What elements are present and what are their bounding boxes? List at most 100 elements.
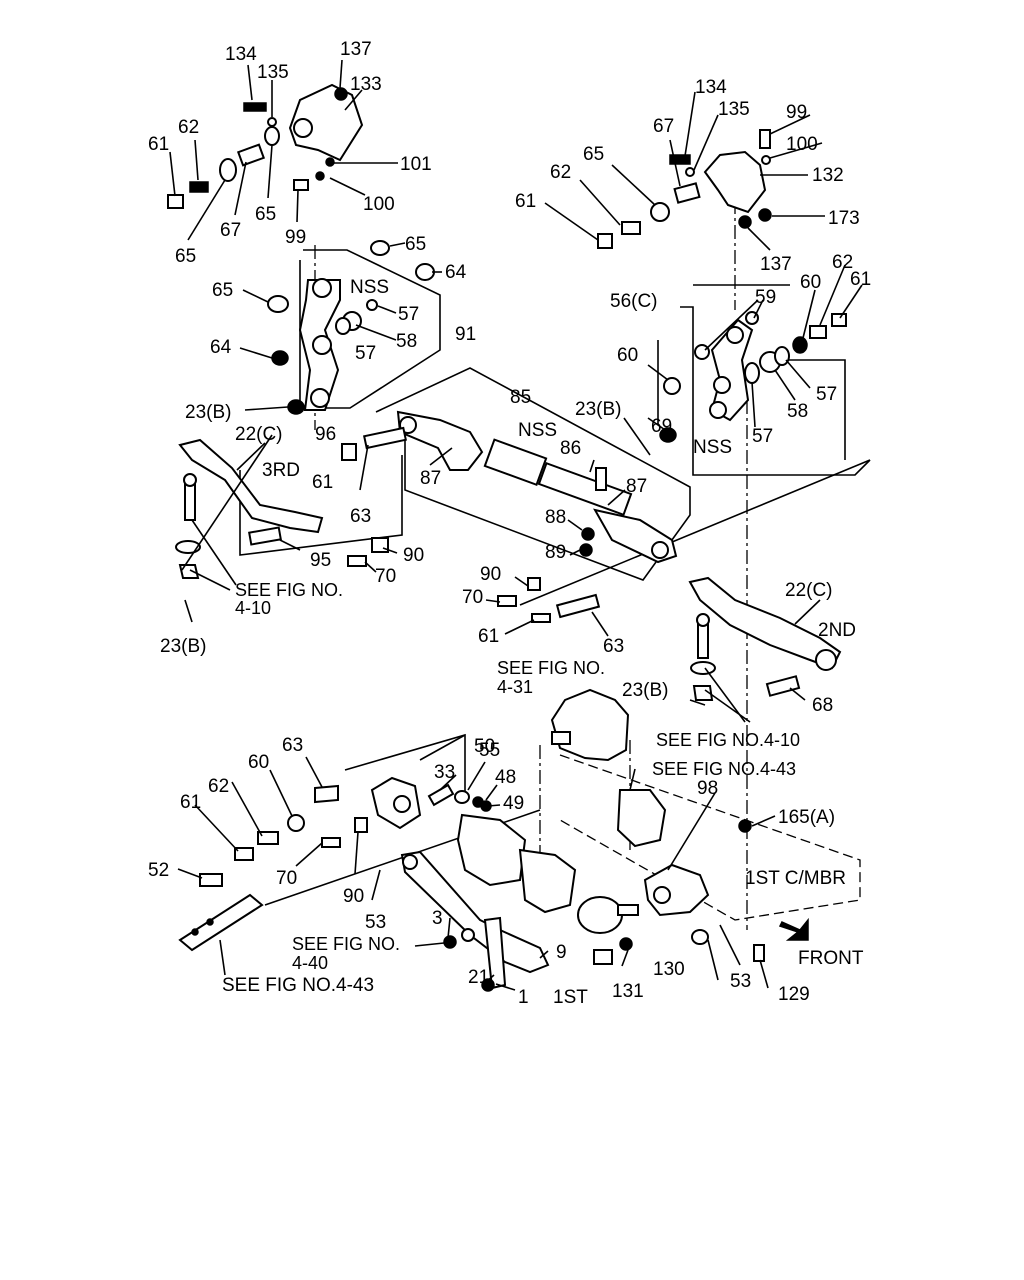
callout: 65	[255, 204, 276, 225]
lever-9	[400, 850, 765, 992]
shift-lever-left	[267, 240, 435, 415]
callout: 90	[343, 886, 364, 907]
callout: 70	[276, 868, 297, 889]
shift-lever-right	[659, 311, 847, 443]
callout: 23(B)	[575, 399, 621, 420]
callout: 49	[503, 793, 524, 814]
callout: 57	[816, 384, 837, 405]
callout: 129	[778, 984, 810, 1005]
callout: FRONT	[798, 948, 864, 969]
callout: 56(C)	[610, 291, 658, 312]
callout: 61	[478, 626, 499, 647]
callout: 57	[752, 426, 773, 447]
callout: 61	[312, 472, 333, 493]
callout: 99	[285, 227, 306, 248]
callout: 132	[812, 165, 844, 186]
see-fig-note: SEE FIG NO.4-43	[652, 759, 796, 779]
callout: 61	[148, 134, 169, 155]
callout: 55	[479, 740, 500, 761]
callout: 60	[617, 345, 638, 366]
callout: 67	[653, 116, 674, 137]
callout: 134	[695, 77, 727, 98]
callout: 131	[612, 981, 644, 1002]
callout: 1	[518, 987, 529, 1008]
callout: 3RD	[262, 460, 300, 481]
callout: 130	[653, 959, 685, 980]
callout: 23(B)	[160, 636, 206, 657]
callout: 52	[148, 860, 169, 881]
callout: 98	[697, 778, 718, 799]
top-right-bracket	[597, 129, 772, 249]
callout: NSS	[518, 420, 557, 441]
callout: 86	[560, 438, 581, 459]
see-fig-note: 4-10	[235, 598, 271, 618]
callout: 65	[405, 234, 426, 255]
callout: 69	[651, 416, 672, 437]
callout: 23(B)	[185, 402, 231, 423]
callout: 33	[434, 762, 455, 783]
callout: 22(C)	[235, 424, 283, 445]
callout: 48	[495, 767, 516, 788]
callout: 2ND	[818, 620, 856, 641]
see-fig-note: 4-31	[497, 677, 533, 697]
see-fig-note: SEE FIG NO.	[235, 580, 343, 600]
callout: 3	[432, 908, 443, 929]
callout: SEE FIG NO.4-43	[222, 975, 374, 996]
callout: 100	[786, 134, 818, 155]
callout: 60	[248, 752, 269, 773]
callout: 99	[786, 102, 807, 123]
callout: 62	[178, 117, 199, 138]
callout: 58	[787, 401, 808, 422]
rod-22c-right	[688, 576, 842, 701]
leader-lines	[169, 59, 863, 991]
callout: 173	[828, 208, 860, 229]
callout: 65	[175, 246, 196, 267]
callout: 21	[468, 967, 489, 988]
callout: 53	[365, 912, 386, 933]
callout: 101	[400, 154, 432, 175]
callout: 1ST	[553, 987, 588, 1008]
callout: 61	[850, 269, 871, 290]
callout: 133	[350, 74, 382, 95]
callout: 62	[550, 162, 571, 183]
callout: 62	[832, 252, 853, 273]
callout: 70	[375, 566, 396, 587]
see-fig-note: SEE FIG NO.	[292, 934, 400, 954]
rod-85	[341, 410, 678, 623]
callout: 53	[730, 971, 751, 992]
see-fig-note: 4-40	[292, 953, 328, 973]
callout: 91	[455, 324, 476, 345]
callout: 63	[282, 735, 303, 756]
callout: 135	[257, 62, 289, 83]
callout: 89	[545, 542, 566, 563]
callout: 135	[718, 99, 750, 120]
callout: 90	[480, 564, 501, 585]
callout: 134	[225, 44, 257, 65]
callout: 62	[208, 776, 229, 797]
callout: 95	[310, 550, 331, 571]
callout: 87	[626, 476, 647, 497]
callout: 65	[212, 280, 233, 301]
callout: 61	[180, 792, 201, 813]
callout: 87	[420, 468, 441, 489]
callout: 61	[515, 191, 536, 212]
see-fig-note: SEE FIG NO.4-10	[656, 730, 800, 750]
callout: 68	[812, 695, 833, 716]
callout: 1ST C/MBR	[745, 868, 846, 889]
callout: 90	[403, 545, 424, 566]
callout: 9	[556, 942, 567, 963]
callout: NSS	[693, 437, 732, 458]
callout: 67	[220, 220, 241, 241]
callout: 22(C)	[785, 580, 833, 601]
callout: 100	[363, 194, 395, 215]
callout: 137	[760, 254, 792, 275]
callout: 57	[355, 343, 376, 364]
callout: 65	[583, 144, 604, 165]
callout: 85	[510, 387, 531, 408]
callout: 88	[545, 507, 566, 528]
callout: 58	[396, 331, 417, 352]
callout: 137	[340, 39, 372, 60]
callout: 57	[398, 304, 419, 325]
callout: 64	[210, 337, 232, 358]
